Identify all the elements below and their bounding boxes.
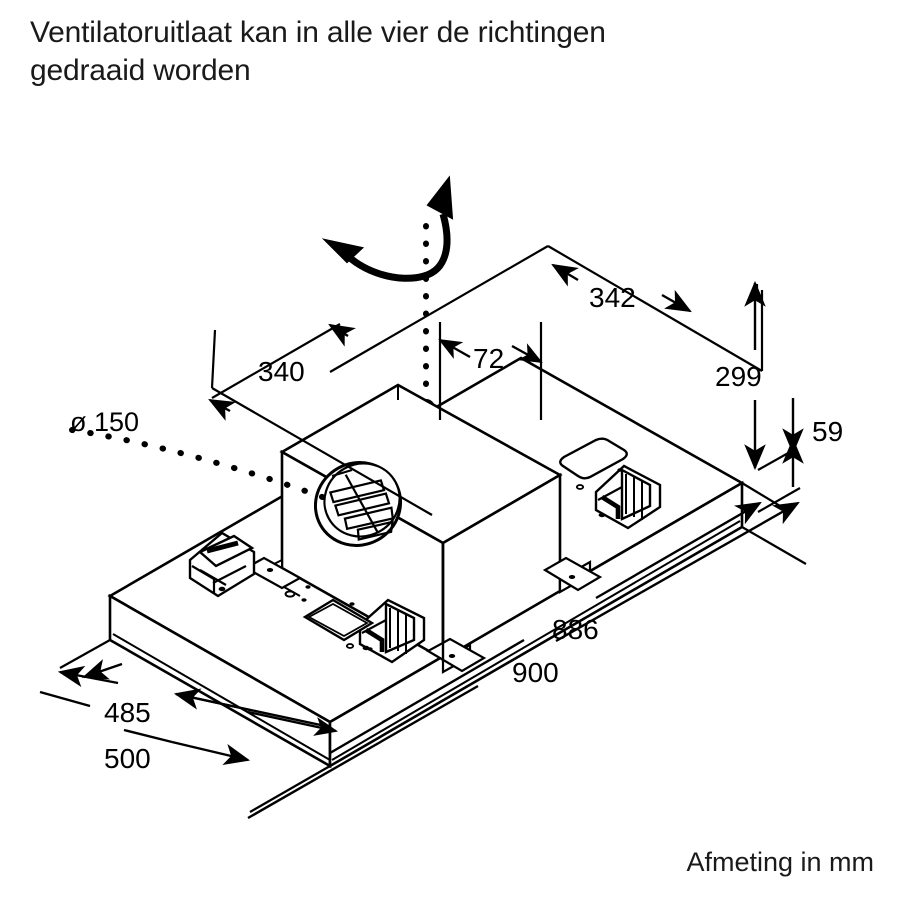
diameter-leader-line (69, 427, 339, 505)
dimension-line-485-inner (81, 659, 123, 680)
dimension-label-900: 900 (512, 657, 559, 688)
unit-note: Afmeting in mm (686, 847, 874, 877)
dimension-line-886 (329, 501, 762, 755)
dimension-label-485: 485 (104, 697, 151, 728)
rotation-arrow-icon (321, 175, 454, 282)
dimension-line-72 (438, 338, 543, 364)
dimension-line-340 (208, 323, 356, 421)
dimension-label-340: 340 (258, 356, 305, 387)
mounting-bracket-right (594, 464, 662, 530)
dimension-line-500 (39, 690, 251, 766)
rotation-axis-line (417, 223, 435, 417)
dimension-line-900 (247, 501, 800, 820)
dimension-line-342 (551, 263, 692, 313)
dimension-line-485 (57, 665, 339, 736)
mounting-bracket-left (188, 531, 256, 598)
page-title: Ventilatoruitlaat kan in alle vier de ri… (30, 14, 870, 90)
dimension-label-diameter: ø 150 (70, 407, 139, 437)
dimension-label-886: 886 (552, 614, 599, 645)
dimension-labels: 340 72 342 299 59 886 900 485 500 ø 150 (70, 282, 843, 774)
dimension-label-59: 59 (812, 416, 843, 447)
dimension-label-299: 299 (715, 361, 762, 392)
panel-surface-details (284, 437, 628, 651)
dimension-label-342: 342 (589, 282, 636, 313)
dimension-label-72: 72 (473, 343, 504, 374)
air-outlet-duct (313, 461, 403, 547)
page-title-line-2: gedraaid worden (30, 54, 251, 87)
page-title-line-1: Ventilatoruitlaat kan in alle vier de ri… (30, 16, 606, 49)
mounting-bracket-center (358, 598, 426, 664)
dimension-label-500: 500 (104, 743, 151, 774)
